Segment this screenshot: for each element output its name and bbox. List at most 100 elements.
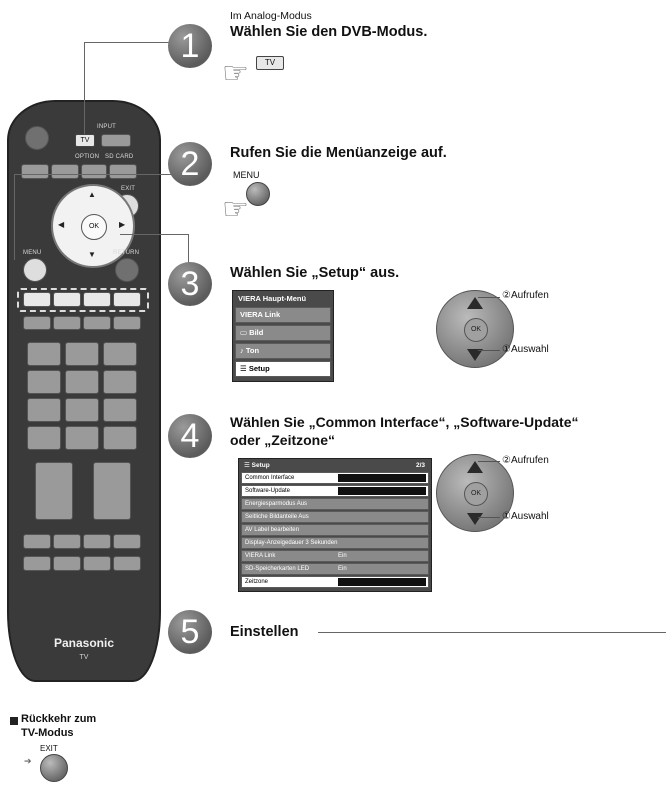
callout-line [478, 297, 500, 298]
color-button[interactable] [23, 292, 51, 307]
remote-button[interactable] [53, 534, 81, 549]
connector-line [14, 174, 15, 260]
remote-button[interactable] [23, 316, 51, 330]
setup-item-common-interface[interactable]: Common Interface [241, 472, 429, 484]
exit-key-icon[interactable] [40, 754, 68, 782]
dpad-illustration: OK [436, 454, 514, 532]
setup-list-icon: ☰ [244, 462, 252, 469]
setup-item-seitliche-bildanteile[interactable]: Seitliche Bildanteile Aus [241, 511, 429, 523]
menu-item-ton[interactable]: ♪ Ton [235, 343, 331, 359]
sdcard-button[interactable] [109, 164, 137, 179]
callout-line [478, 461, 500, 462]
remote-button[interactable] [53, 316, 81, 330]
setup-menu-panel: ☰ Setup 2/3 Common Interface Software-Up… [238, 458, 432, 592]
arrow-right-icon: ➔ [24, 756, 32, 766]
setup-item-bar [338, 474, 426, 482]
step-5-title: Einstellen [230, 624, 299, 640]
menu-key-label: MENU [233, 170, 260, 180]
setup-item-label: VIERA Link [245, 553, 276, 559]
callout-line [478, 517, 500, 518]
number-button[interactable] [65, 426, 99, 450]
step-4-title-line2: oder „Zeitzone“ [230, 432, 336, 448]
power-button[interactable] [25, 126, 49, 150]
arrow-left-icon[interactable]: ◀ [58, 220, 65, 229]
setup-item-label: Zeitzone [245, 579, 269, 585]
setup-item-value: 3 Sekunden [305, 540, 338, 546]
remote-button[interactable] [83, 316, 111, 330]
setup-item-software-update[interactable]: Software-Update [241, 485, 429, 497]
option-button[interactable] [81, 164, 107, 179]
setup-item-label: Common Interface [245, 475, 295, 481]
step-5-line [318, 632, 666, 633]
picture-icon: ▭ [240, 328, 250, 337]
number-button[interactable] [27, 370, 61, 394]
remote-button[interactable] [21, 164, 49, 179]
label-aufrufen: ②Aufrufen [502, 455, 549, 466]
step-3-circle: 3 [168, 262, 212, 306]
color-button[interactable] [53, 292, 81, 307]
step-4-circle: 4 [168, 414, 212, 458]
channel-rocker[interactable] [93, 462, 131, 520]
color-button[interactable] [113, 292, 141, 307]
setup-item-av-label[interactable]: AV Label bearbeiten [241, 524, 429, 536]
input-button[interactable] [101, 134, 131, 147]
volume-rocker[interactable] [35, 462, 73, 520]
number-button[interactable] [103, 426, 137, 450]
number-button[interactable] [103, 398, 137, 422]
setup-item-sd-led[interactable]: SD-Speicherkarten LED Ein [241, 563, 429, 575]
remote-button[interactable] [53, 556, 81, 571]
remote-button[interactable] [113, 556, 141, 571]
setup-item-bar [338, 487, 426, 495]
menu-item-setup[interactable]: ☰ Setup [235, 361, 331, 377]
menu-item-bild[interactable]: ▭ Bild [235, 325, 331, 341]
number-button[interactable] [27, 426, 61, 450]
footer-line2: TV-Modus [21, 727, 74, 739]
setup-item-value: Ein [338, 566, 347, 572]
menu-item-viera-link[interactable]: VIERA Link [235, 307, 331, 323]
setup-item-display-anzeigedauer[interactable]: Display-Anzeigedauer 3 Sekunden [241, 537, 429, 549]
connector-line [84, 42, 85, 134]
option-label: OPTION [75, 154, 100, 160]
number-button[interactable] [65, 342, 99, 366]
remote-button[interactable] [113, 534, 141, 549]
connector-line [120, 234, 188, 235]
number-button[interactable] [27, 342, 61, 366]
number-button[interactable] [103, 370, 137, 394]
input-label: INPUT [97, 124, 116, 130]
setup-item-zeitzone[interactable]: Zeitzone [241, 576, 429, 588]
setup-list-icon: ☰ [240, 364, 249, 373]
exit-key-label: EXIT [40, 744, 58, 753]
setup-item-label: AV Label bearbeiten [245, 527, 299, 533]
number-button[interactable] [65, 398, 99, 422]
arrow-right-icon[interactable]: ▶ [119, 220, 126, 229]
ok-button: OK [464, 482, 488, 506]
return-label: RETURN [113, 250, 140, 256]
remote-button[interactable] [51, 164, 79, 179]
step-2-circle: 2 [168, 142, 212, 186]
main-menu-panel: VIERA Haupt-Menü VIERA Link ▭ Bild ♪ Ton… [232, 290, 334, 382]
arrow-down-icon[interactable]: ▼ [88, 250, 96, 259]
main-menu-title: VIERA Haupt-Menü [238, 294, 307, 303]
hand-pointer-icon: ☞ [222, 57, 249, 90]
remote-tv-key[interactable]: TV [75, 134, 95, 147]
remote-button[interactable] [83, 534, 111, 549]
color-button[interactable] [83, 292, 111, 307]
ok-button[interactable]: OK [81, 214, 107, 240]
remote-button[interactable] [113, 316, 141, 330]
number-button[interactable] [27, 398, 61, 422]
dpad[interactable]: ▲ ▼ ◀ ▶ OK [51, 184, 135, 268]
remote-button[interactable] [23, 556, 51, 571]
step-2-title: Rufen Sie die Menüanzeige auf. [230, 145, 447, 161]
setup-item-energiesparmodus[interactable]: Energiesparmodus Aus [241, 498, 429, 510]
arrow-up-icon[interactable]: ▲ [88, 190, 96, 199]
remote-button[interactable] [23, 534, 51, 549]
remote-button[interactable] [83, 556, 111, 571]
menu-button[interactable] [23, 258, 47, 282]
setup-item-label: SD-Speicherkarten LED [245, 566, 310, 572]
return-button[interactable] [115, 258, 139, 282]
sdcard-label: SD CARD [105, 154, 134, 160]
number-button[interactable] [65, 370, 99, 394]
number-button[interactable] [103, 342, 137, 366]
label-auswahl: ①Auswahl [502, 511, 549, 522]
